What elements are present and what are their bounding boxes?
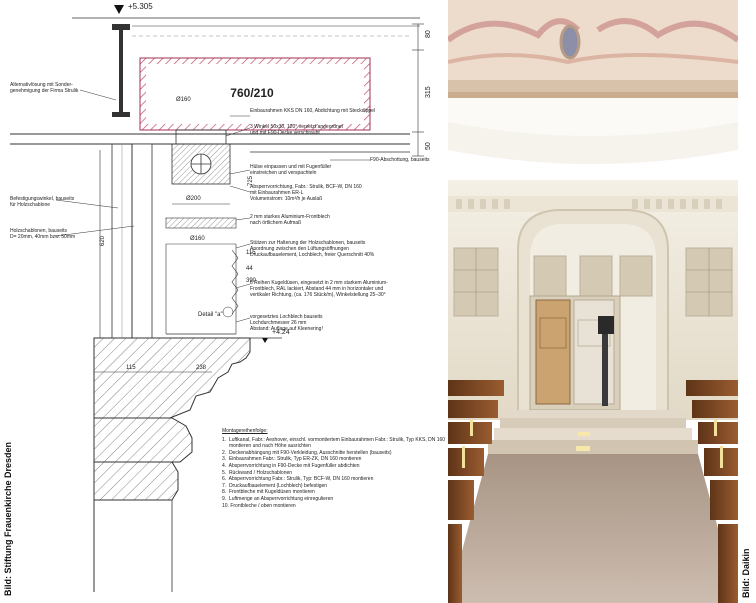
duct-label: 760/210 <box>230 86 274 100</box>
assembly-step: montieren und nach Höhe ausrichten <box>222 443 311 450</box>
right-leaders <box>225 115 370 323</box>
right-annotation-7: Stützen zur Halterung der Holzschablonen… <box>250 240 375 258</box>
assembly-title: Montagereihenfolge: <box>222 428 268 434</box>
left-annotation-2: Befestigungswinkel, bauseits für Holzsch… <box>10 196 75 208</box>
technical-drawing: +5.305 760/210 Ø160 80 315 50 <box>10 2 432 592</box>
steel-beam <box>112 24 420 117</box>
dim-bottom-115: 115 <box>126 365 136 371</box>
assembly-step: 4. Absperrvorrichtung in F90-Decke mit F… <box>222 462 360 469</box>
right-annotation-1: Einbaurahmen KKS DN 160, Abdichtung mit … <box>250 108 376 114</box>
dim-d160-top: Ø160 <box>176 97 191 103</box>
dim-right-2: 315 <box>425 86 432 98</box>
wall-column: 620 <box>99 143 153 339</box>
assembly-step: 3. Einbaurahmen Fabr.: Strulik, Typ ER-Z… <box>222 456 362 463</box>
stone-cornice: 115 238 <box>93 337 251 592</box>
left-annotation-1: Alternativlösung mit Sonder- genehmigung… <box>10 82 79 94</box>
dim-390: 390 <box>246 278 257 284</box>
dim-d160-mid: Ø160 <box>190 236 205 242</box>
left-leaders <box>55 89 135 237</box>
assembly-step: 9. Luftmenge an Absperrvorrichtung einre… <box>222 495 334 502</box>
dim-620: 620 <box>100 235 106 246</box>
photo-credit: Bild: Daikin <box>741 548 751 598</box>
church-interior-photo <box>448 0 738 603</box>
assembly-list: Montagereihenfolge: 1. Luftkanal, Fabr.:… <box>222 428 446 509</box>
bottom-level-label: +4.24 <box>272 329 290 336</box>
dim-right-3: 50 <box>425 142 432 150</box>
right-annotation-9: vorgesetztes Lochblech bauseits Lochdurc… <box>250 314 323 332</box>
assembly-step: 8. Frontbleche mit Kugeldüsen montieren <box>222 489 315 496</box>
right-annotation-8: 8 Reihen Kugeldüsen, eingesetzt in 2 mm … <box>250 280 388 298</box>
detail-label: Detail "a" <box>198 312 223 318</box>
top-level-marker: +5.305 <box>72 2 420 19</box>
right-annotation-4: Hülse einpassen und mit Fugenfüller eins… <box>250 164 332 176</box>
drawing-credit: Bild: Stiftung Frauenkirche Dresden <box>3 441 13 596</box>
assembly-step: 6. Absperrvorrichtung Fabr.: Strulik, Ty… <box>222 476 374 483</box>
dim-bottom-238: 238 <box>196 365 207 371</box>
right-annotation-2: 3 Winkel 50x30, 120° versetzt angeordnet… <box>250 124 343 136</box>
dim-right-1: 80 <box>425 30 432 38</box>
right-annotation-5: Absperrvorrichtung, Fabr.: Strulik, BCF-… <box>250 184 362 202</box>
dim-725: 725 <box>248 175 254 186</box>
assembly-step: 1. Luftkanal, Fabr.: Aeshover, einschl. … <box>222 436 446 443</box>
assembly-step: 2. Deckenabhängung mit F90-Verkleidung, … <box>222 449 392 456</box>
photo-credit-strip: Bild: Daikin <box>738 0 756 603</box>
assembly-step: 7. Druckaufbauelement (Lochblech) befest… <box>222 482 328 489</box>
right-annotation-6: 2 mm starkes Aluminium-Frontblech nach ö… <box>250 214 330 226</box>
assembly-step: 10. Frontbleche / oben montieren <box>222 502 296 509</box>
assembly-step: 5. Rückwand / Holzschablonen <box>222 469 293 476</box>
top-level-label: +5.305 <box>128 2 153 11</box>
air-duct: 760/210 Ø160 <box>139 57 371 131</box>
left-annotation-3: Holzschablonen, bauseits D= 20mm, 40mm b… <box>10 228 76 240</box>
dim-44: 44 <box>246 266 253 272</box>
right-dimension-chain: 80 315 50 <box>412 23 432 157</box>
damper-assembly: Ø200 Ø160 115 390 44 725 Detail "a" <box>165 129 257 335</box>
dim-115: 115 <box>246 250 256 256</box>
dim-d200: Ø200 <box>186 196 201 202</box>
right-annotation-3: F90-Abschottung, bauseits <box>370 157 430 163</box>
